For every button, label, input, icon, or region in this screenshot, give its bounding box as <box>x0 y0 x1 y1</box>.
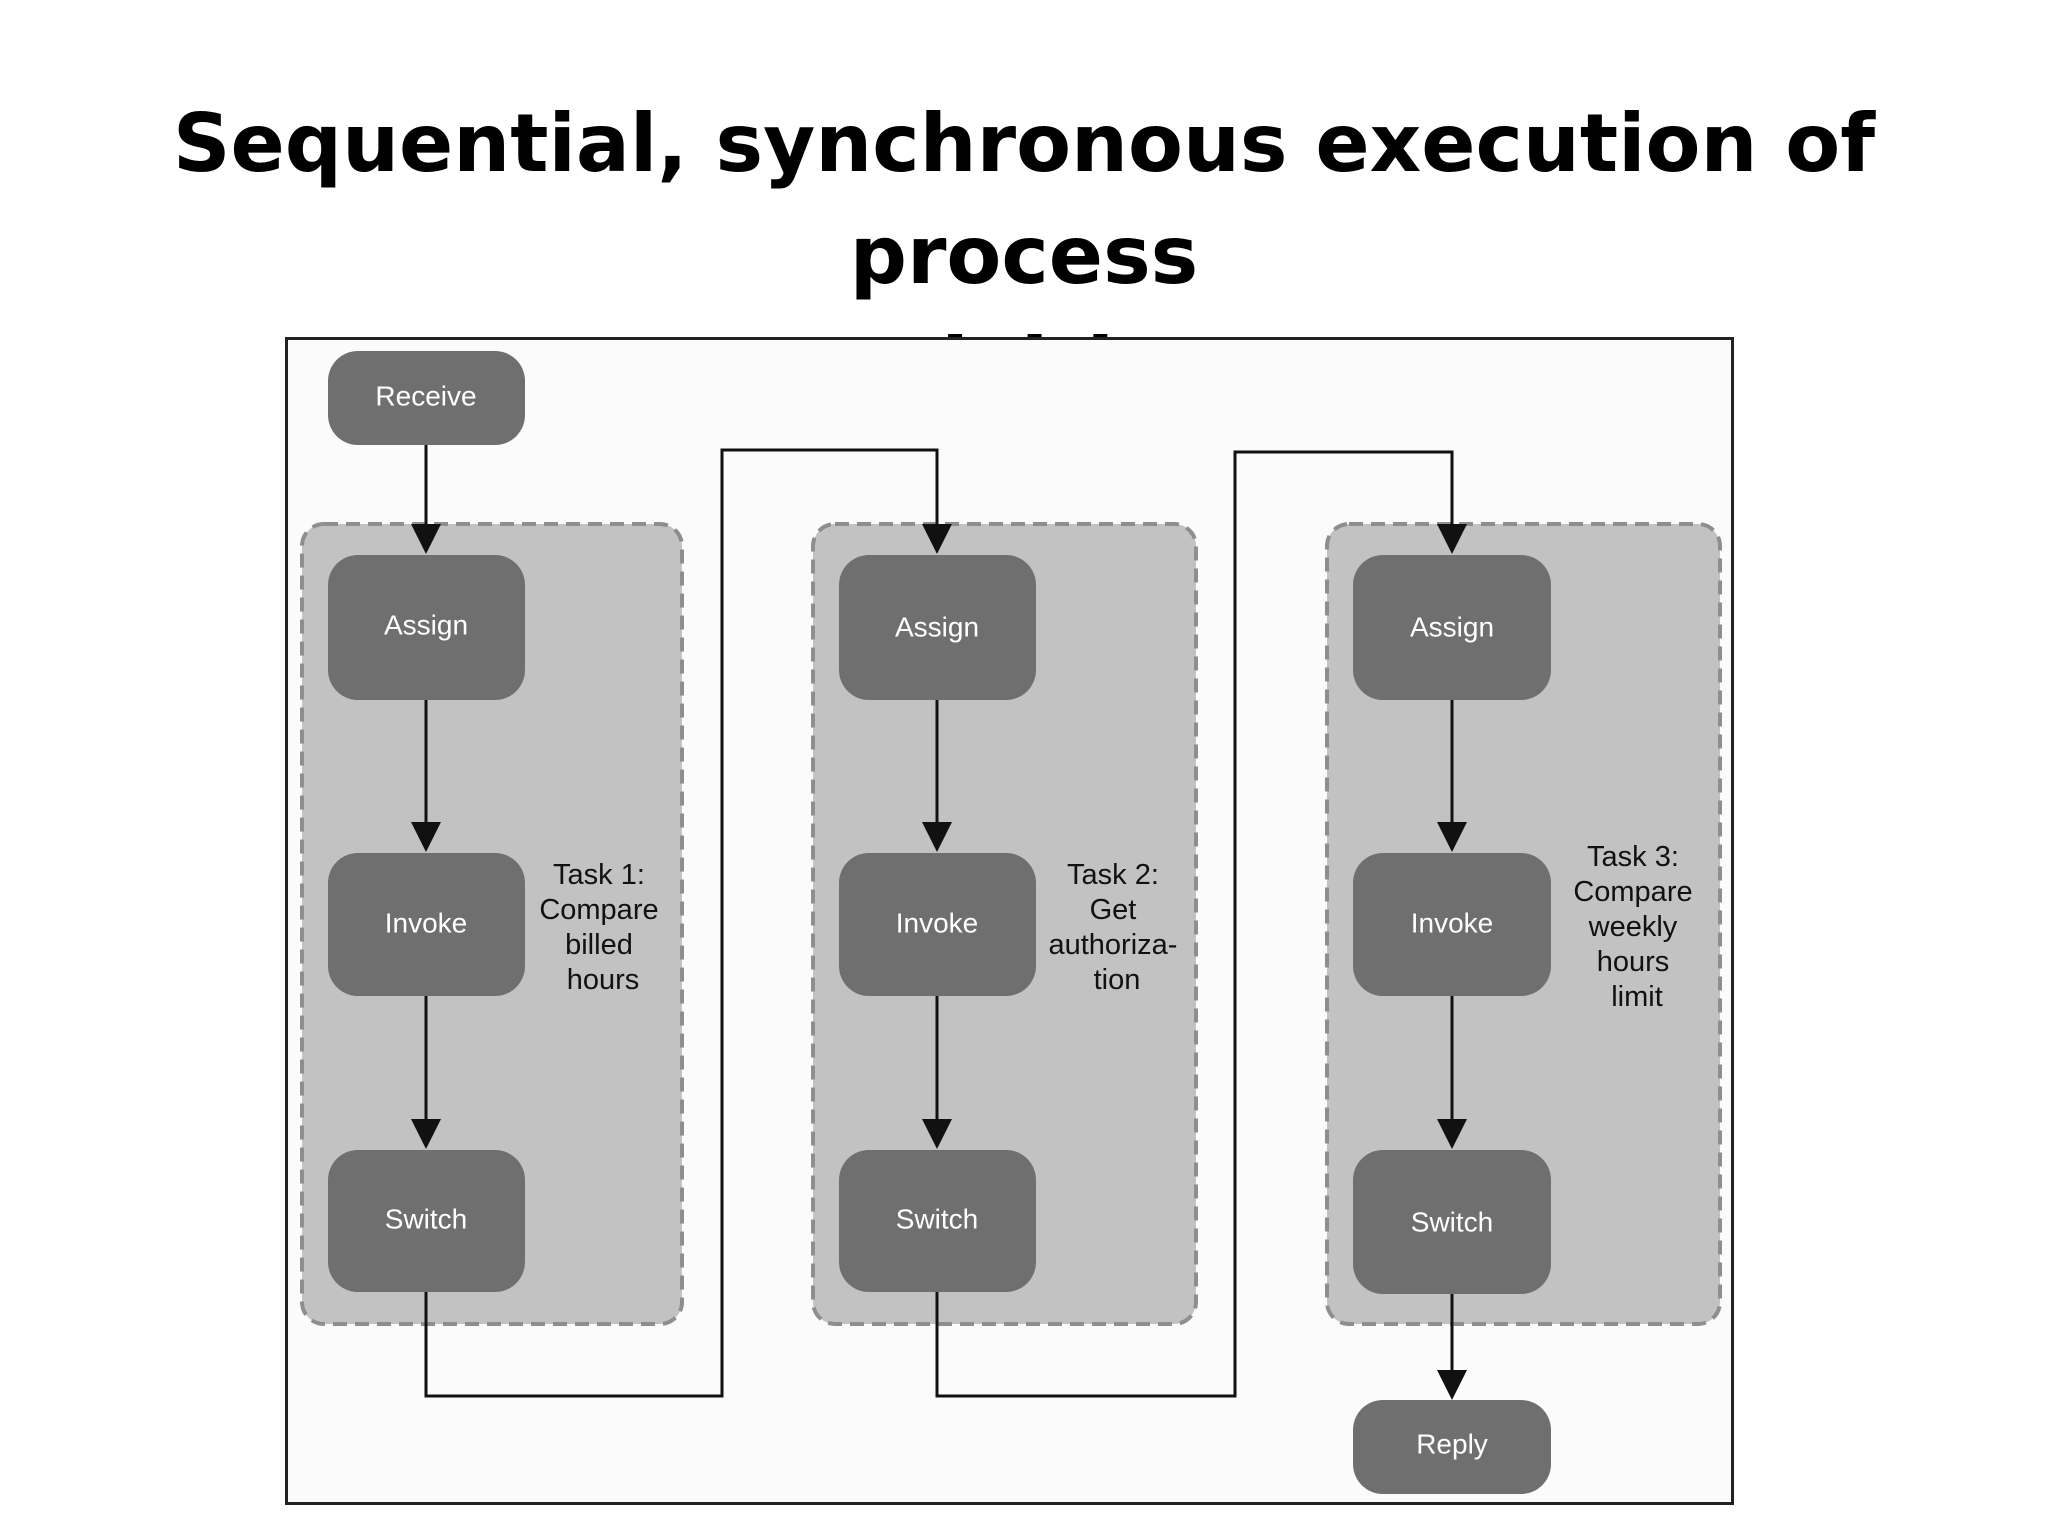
task-3-label-line-5: limit <box>1611 981 1663 1013</box>
receive-node-label: Receive <box>375 380 476 411</box>
task-2-label-line-1: Task 2: <box>1067 859 1159 891</box>
slide-title-line-1: Sequential, synchronous execution of pro… <box>172 97 1876 302</box>
task-2-switch-node: Switch <box>839 1150 1036 1292</box>
task-3-label-line-1: Task 3: <box>1587 841 1679 873</box>
task-2-label-line-2: Get <box>1090 894 1137 926</box>
task-1-switch-label: Switch <box>385 1203 467 1234</box>
task-1-switch-node: Switch <box>328 1150 525 1292</box>
task-3-switch-label: Switch <box>1411 1206 1493 1237</box>
task-2-assign-label: Assign <box>895 611 979 642</box>
task-1-assign-node: Assign <box>328 555 525 700</box>
task-3-switch-node: Switch <box>1353 1150 1551 1294</box>
task-3-assign-node: Assign <box>1353 555 1551 700</box>
reply-node-label: Reply <box>1416 1428 1488 1459</box>
task-1-assign-label: Assign <box>384 609 468 640</box>
task-1-label-line-2: Compare <box>539 894 658 926</box>
task-3-invoke-label: Invoke <box>1411 907 1494 938</box>
connector-switch-2-to-assign-3 <box>935 450 1467 1398</box>
task-2-label-line-3: authoriza- <box>1048 929 1177 961</box>
task-2-invoke-label: Invoke <box>896 907 979 938</box>
slide-title: Sequential, synchronous execution of pro… <box>0 88 2048 424</box>
task-3-label-line-3: weekly <box>1588 911 1678 943</box>
task-2-switch-label: Switch <box>896 1203 978 1234</box>
task-3-invoke-node: Invoke <box>1353 853 1551 996</box>
task-2-label-line-4: tion <box>1094 964 1141 996</box>
connector-switch-1-to-assign-2 <box>424 448 952 1398</box>
task-2-assign-node: Assign <box>839 555 1036 700</box>
task-1-invoke-label: Invoke <box>385 907 468 938</box>
receive-node: Receive <box>328 351 525 445</box>
task-1-label-line-1: Task 1: <box>553 859 645 891</box>
reply-node: Reply <box>1353 1400 1551 1494</box>
task-1-label-line-4: hours <box>567 964 640 996</box>
task-1-label-line-3: billed <box>565 929 633 961</box>
task-1-invoke-node: Invoke <box>328 853 525 996</box>
task-3-assign-label: Assign <box>1410 611 1494 642</box>
task-3-label-line-4: hours <box>1597 946 1670 978</box>
task-2-label: Task 2: Get authoriza- tion <box>1048 859 1185 996</box>
task-3-label: Task 3: Compare weekly hours limit <box>1573 841 1700 1013</box>
task-1-label: Task 1: Compare billed hours <box>539 859 666 996</box>
task-3-label-line-2: Compare <box>1573 876 1692 908</box>
task-2-invoke-node: Invoke <box>839 853 1036 996</box>
